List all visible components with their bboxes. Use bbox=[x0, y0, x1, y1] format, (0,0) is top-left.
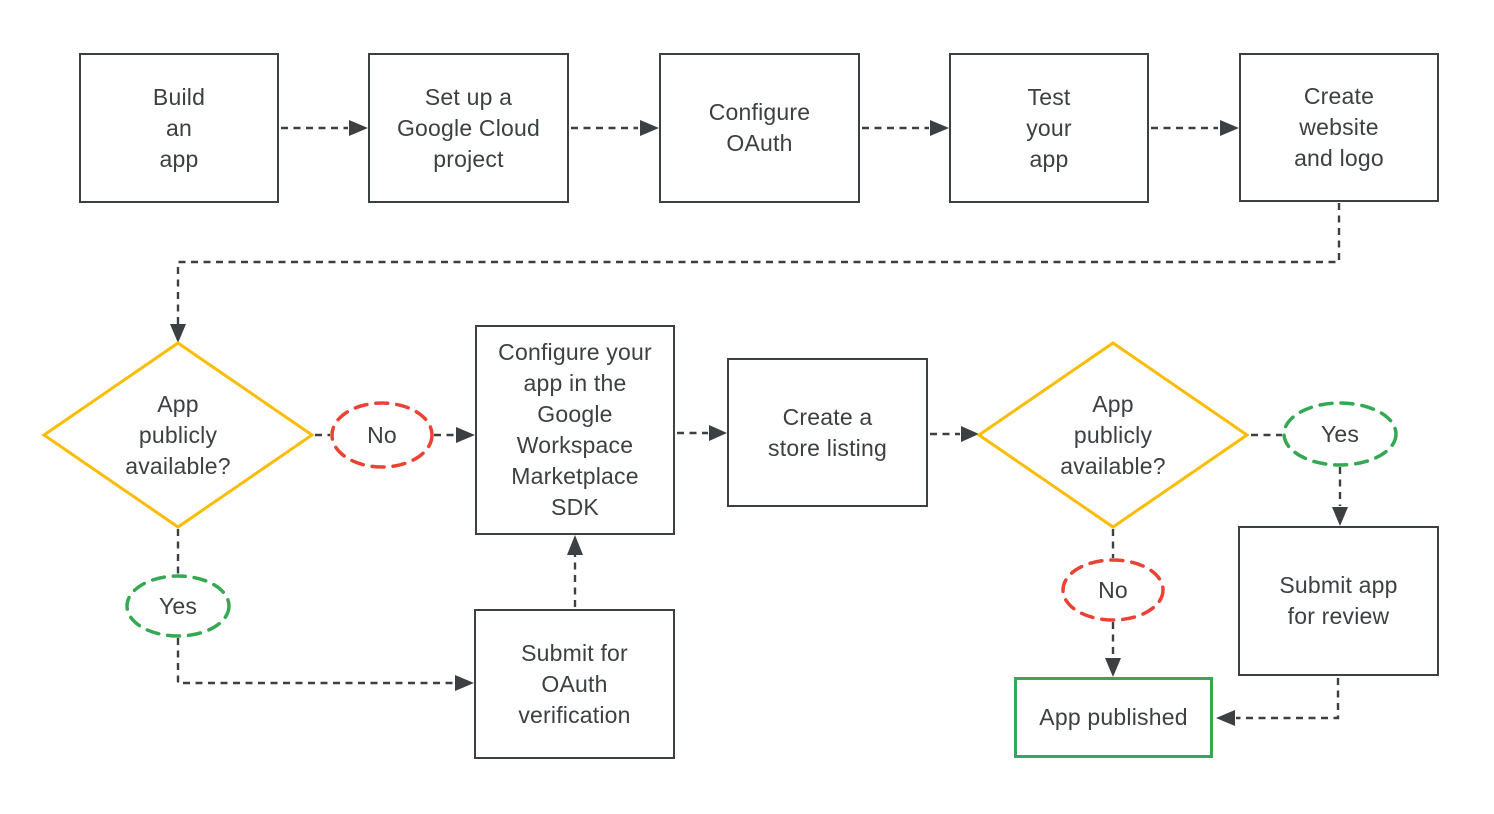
arrowhead bbox=[930, 120, 949, 136]
node-configure-oauth: Configure OAuth bbox=[659, 53, 860, 203]
arrowhead bbox=[455, 675, 474, 691]
node-create-website-label: Create website and logo bbox=[1294, 83, 1384, 171]
node-configure-sdk: Configure your app in the Google Workspa… bbox=[475, 325, 675, 535]
yes1-oval bbox=[125, 574, 231, 638]
node-store-listing: Create a store listing bbox=[727, 358, 928, 507]
node-test-app: Test your app bbox=[949, 53, 1149, 203]
no2-label-area: No bbox=[1063, 574, 1163, 606]
node-setup-project: Set up a Google Cloud project bbox=[368, 53, 569, 203]
arrowhead bbox=[349, 120, 368, 136]
decision2-label-area: App publicly available? bbox=[1013, 385, 1213, 485]
node-submit-review: Submit app for review bbox=[1238, 526, 1439, 676]
no1-label: No bbox=[367, 421, 397, 448]
node-configure-oauth-label: Configure OAuth bbox=[708, 99, 811, 156]
no1-oval bbox=[330, 401, 434, 469]
node-build-app-label: Build an app bbox=[152, 83, 206, 172]
edge-submit-review-to-published bbox=[1236, 678, 1340, 720]
decision1-diamond bbox=[41, 341, 315, 529]
yes2-oval bbox=[1282, 401, 1398, 467]
node-app-published-label: App published bbox=[1039, 704, 1188, 730]
arrowhead bbox=[1332, 507, 1348, 526]
arrowhead bbox=[1105, 658, 1121, 677]
arrowhead bbox=[1216, 710, 1235, 726]
arrowhead bbox=[567, 535, 583, 555]
decision2-label: App publicly available? bbox=[1060, 390, 1166, 479]
node-store-listing-label: Create a store listing bbox=[768, 403, 887, 461]
node-app-published: App published bbox=[1014, 677, 1213, 758]
decision2-diamond bbox=[976, 341, 1250, 529]
arrowhead bbox=[709, 425, 727, 441]
node-submit-review-label: Submit app for review bbox=[1279, 572, 1398, 629]
yes2-label: Yes bbox=[1320, 420, 1360, 447]
no2-oval bbox=[1061, 558, 1165, 622]
decision1-label: App publicly available? bbox=[125, 390, 231, 479]
node-setup-project-label: Set up a Google Cloud project bbox=[396, 83, 541, 172]
yes2-label-area: Yes bbox=[1284, 418, 1396, 450]
node-submit-oauth: Submit for OAuth verification bbox=[474, 609, 675, 759]
decision1-label-area: App publicly available? bbox=[78, 385, 278, 485]
arrowhead bbox=[170, 324, 186, 343]
node-test-app-label: Test your app bbox=[1026, 83, 1072, 172]
no1-label-area: No bbox=[332, 419, 432, 451]
node-submit-oauth-label: Submit for OAuth verification bbox=[518, 639, 631, 728]
yes1-label: Yes bbox=[158, 592, 198, 619]
no2-label: No bbox=[1098, 576, 1128, 603]
yes1-label-area: Yes bbox=[127, 590, 229, 622]
arrowhead bbox=[1220, 120, 1239, 136]
edge-yes1-to-submit-oauth bbox=[176, 638, 453, 685]
edge-website-to-decision1 bbox=[176, 203, 1341, 324]
arrowhead bbox=[456, 427, 475, 443]
node-create-website: Create website and logo bbox=[1239, 53, 1439, 202]
arrowhead bbox=[961, 426, 979, 442]
node-build-app: Build an app bbox=[79, 53, 279, 203]
node-configure-sdk-label: Configure your app in the Google Workspa… bbox=[498, 339, 652, 520]
arrowhead bbox=[640, 120, 659, 136]
